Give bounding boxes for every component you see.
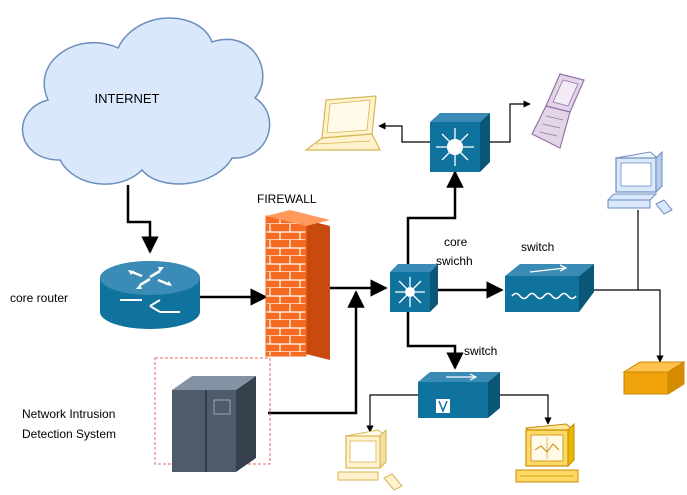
- core-switch-label-line1: core: [444, 235, 468, 249]
- bottom-switch-to-pc-right-link: [498, 394, 552, 425]
- right-switch-icon: [505, 264, 594, 312]
- pc-yellow-icon: [337, 428, 403, 491]
- nids-boundary: [154, 357, 271, 465]
- nids-label-line1: Network Intrusion: [22, 407, 115, 421]
- server-icon: [172, 376, 256, 472]
- printer-icon: [622, 361, 686, 395]
- nids-to-core-switch-link: [268, 290, 365, 415]
- internet-label: INTERNET: [95, 91, 160, 106]
- top-switch-to-laptop-link: [378, 122, 430, 143]
- top-switch-to-pda-link: [480, 100, 531, 143]
- internet-to-router-link: [126, 185, 159, 254]
- pc-blue-icon: [606, 150, 673, 215]
- core-switch-icon: [390, 264, 438, 312]
- pda-icon: [531, 73, 585, 149]
- internet-cloud: INTERNET: [21, 17, 271, 185]
- bottom-switch-icon: [418, 372, 500, 418]
- laptop-icon: [304, 95, 381, 151]
- core-router-label: core router: [10, 291, 68, 305]
- bottom-switch-label: switch: [464, 344, 497, 358]
- right-switch-to-devices-link: [592, 210, 660, 362]
- nids-label-line2: Detection System: [22, 427, 116, 441]
- firewall-icon: [265, 210, 330, 360]
- core-switch-label-line2: swichh: [436, 254, 473, 268]
- pc-orange-icon: [515, 422, 579, 483]
- top-switch-icon: [430, 113, 490, 172]
- bottom-switch-to-pc-left-link: [366, 394, 418, 433]
- core-router-icon: [100, 261, 200, 329]
- core-switch-to-top-switch-link: [406, 170, 464, 268]
- connectors: [126, 100, 660, 433]
- core-switch-to-bottom-switch-link: [406, 312, 464, 370]
- right-switch-label: switch: [521, 240, 554, 254]
- firewall-label: FIREWALL: [257, 192, 317, 206]
